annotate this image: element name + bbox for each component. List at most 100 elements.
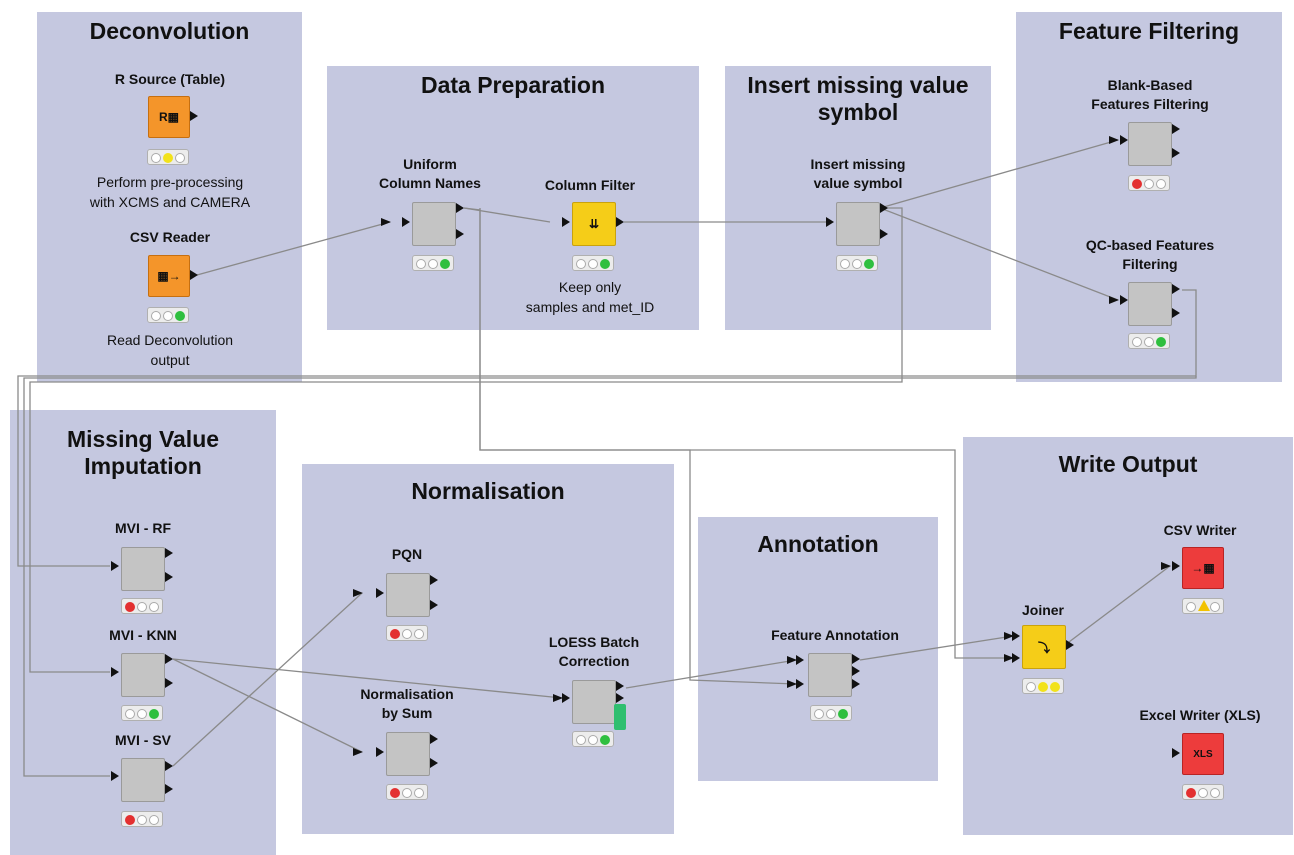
annotation-feature-filtering: Feature Filtering xyxy=(1016,12,1282,382)
output-port[interactable] xyxy=(190,111,198,121)
input-port[interactable] xyxy=(111,771,119,781)
output-port[interactable] xyxy=(165,654,173,664)
output-port[interactable] xyxy=(616,693,624,703)
output-port[interactable] xyxy=(1172,148,1180,158)
arrowhead xyxy=(787,680,797,688)
input-port[interactable] xyxy=(1172,748,1180,758)
status-light-off xyxy=(840,259,850,269)
status-light-red xyxy=(1186,788,1196,798)
output-port[interactable] xyxy=(616,681,624,691)
status-light-off xyxy=(1186,602,1196,612)
status-light-green xyxy=(600,735,610,745)
connection-insert-mvi xyxy=(29,207,903,673)
status-light-green xyxy=(175,311,185,321)
output-port[interactable] xyxy=(165,761,173,771)
joiner-icon[interactable]: ⤵ xyxy=(1022,625,1066,669)
node-label: MVI - SV xyxy=(114,732,171,748)
output-port[interactable] xyxy=(1066,640,1074,650)
output-port[interactable] xyxy=(165,548,173,558)
input-port[interactable] xyxy=(1172,561,1180,571)
output-port[interactable] xyxy=(880,203,888,213)
metanode-icon[interactable] xyxy=(572,680,616,724)
arrowhead xyxy=(381,218,391,226)
output-port[interactable] xyxy=(1172,124,1180,134)
input-port[interactable] xyxy=(111,667,119,677)
column-filter-icon[interactable]: ⇊ xyxy=(572,202,616,246)
excel-writer-icon[interactable]: XLS xyxy=(1182,733,1224,775)
metanode-icon[interactable] xyxy=(121,547,165,591)
output-port[interactable] xyxy=(880,229,888,239)
annotation-title: Missing Value Imputation xyxy=(66,426,220,479)
output-port[interactable] xyxy=(430,758,438,768)
metanode-icon[interactable] xyxy=(836,202,880,246)
output-port[interactable] xyxy=(852,666,860,676)
output-port[interactable] xyxy=(430,575,438,585)
metanode-icon[interactable] xyxy=(121,758,165,802)
output-port[interactable] xyxy=(852,679,860,689)
metanode-icon[interactable] xyxy=(1128,122,1172,166)
status-lights xyxy=(572,731,614,747)
input-port[interactable] xyxy=(562,693,570,703)
input-port[interactable] xyxy=(826,217,834,227)
status-light-off xyxy=(1144,337,1154,347)
input-port[interactable] xyxy=(376,747,384,757)
output-port[interactable] xyxy=(616,217,624,227)
metanode-icon[interactable] xyxy=(386,732,430,776)
node-label: Blank-Based Features Filtering xyxy=(1091,77,1209,112)
input-port[interactable] xyxy=(1012,631,1020,641)
arrowhead xyxy=(1161,562,1171,570)
flow-port-icon[interactable] xyxy=(614,704,626,730)
input-port[interactable] xyxy=(796,655,804,665)
arrowhead xyxy=(1004,654,1014,662)
status-lights xyxy=(412,255,454,271)
node-label: LOESS Batch Correction xyxy=(548,634,640,669)
node-comment: Read Deconvolution output xyxy=(106,332,234,368)
arrowhead xyxy=(353,589,363,597)
annotation-title: Normalisation xyxy=(411,478,565,504)
input-port[interactable] xyxy=(1012,653,1020,663)
filter-arrows-icon: ⇊ xyxy=(588,217,600,231)
input-port[interactable] xyxy=(402,217,410,227)
metanode-icon[interactable] xyxy=(1128,282,1172,326)
table-arrow-icon: ▦→ xyxy=(157,269,181,283)
status-light-off xyxy=(1026,682,1036,692)
metanode-icon[interactable] xyxy=(808,653,852,697)
output-port[interactable] xyxy=(165,678,173,688)
node-label: R Source (Table) xyxy=(114,71,226,87)
annotation-annotation: Annotation xyxy=(698,517,938,781)
output-port[interactable] xyxy=(165,784,173,794)
annotation-title: Data Preparation xyxy=(420,72,606,98)
r-source-icon[interactable]: R▦ xyxy=(148,96,190,138)
status-lights xyxy=(386,784,428,800)
status-light-off xyxy=(428,259,438,269)
input-port[interactable] xyxy=(111,561,119,571)
metanode-icon[interactable] xyxy=(121,653,165,697)
output-port[interactable] xyxy=(190,270,198,280)
input-port[interactable] xyxy=(562,217,570,227)
output-port[interactable] xyxy=(430,600,438,610)
connection-mviknn-loess xyxy=(172,658,563,699)
status-light-off xyxy=(125,709,135,719)
input-port[interactable] xyxy=(1120,295,1128,305)
connection-joiner-csvwriter xyxy=(1064,565,1171,646)
input-port[interactable] xyxy=(376,588,384,598)
output-port[interactable] xyxy=(1172,284,1180,294)
output-port[interactable] xyxy=(852,654,860,664)
input-port[interactable] xyxy=(796,679,804,689)
status-lights xyxy=(836,255,878,271)
output-port[interactable] xyxy=(456,229,464,239)
arrowhead xyxy=(1004,632,1014,640)
output-port[interactable] xyxy=(1172,308,1180,318)
metanode-icon[interactable] xyxy=(412,202,456,246)
status-lights xyxy=(1022,678,1064,694)
input-port[interactable] xyxy=(1120,135,1128,145)
output-port[interactable] xyxy=(165,572,173,582)
status-lights xyxy=(121,598,163,614)
output-port[interactable] xyxy=(456,203,464,213)
csv-writer-icon[interactable]: →▦ xyxy=(1182,547,1224,589)
output-port[interactable] xyxy=(430,734,438,744)
csv-reader-icon[interactable]: ▦→ xyxy=(148,255,190,297)
table-write-icon: →▦ xyxy=(1191,561,1215,575)
connection-mviknn-normsum xyxy=(172,658,363,753)
metanode-icon[interactable] xyxy=(386,573,430,617)
